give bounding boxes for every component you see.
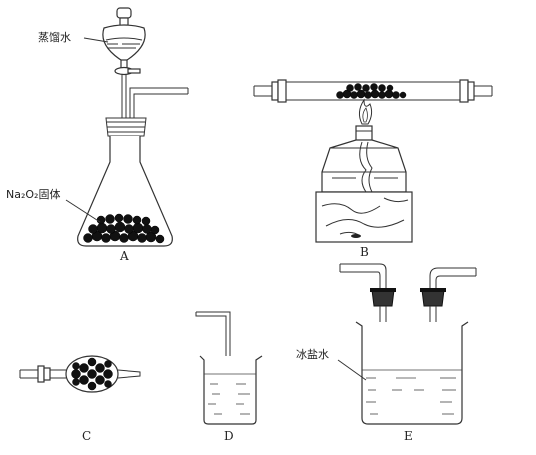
a-stopper <box>105 117 147 137</box>
na2o2-solid-label: Na₂O₂固体 <box>6 187 60 201</box>
distilled-water-label: 蒸馏水 <box>38 30 71 44</box>
e-right-stopper <box>421 289 445 307</box>
e-left-stopper <box>371 289 395 307</box>
d-beaker <box>199 355 263 425</box>
label-e: E <box>404 429 413 443</box>
apparatus-c: C <box>19 355 141 443</box>
ice-salt-water-label: 冰盐水 <box>296 348 329 361</box>
apparatus-a: 蒸馏水 Na₂O₂固体 <box>6 7 189 263</box>
d-water-dashes <box>208 383 250 415</box>
label-b: B <box>360 245 369 259</box>
combustion-tube <box>253 79 493 103</box>
label-a: A <box>119 249 129 263</box>
solid-leader-line <box>65 199 101 223</box>
apparatus-e: 冰盐水 E <box>296 263 477 443</box>
apparatus-d: D <box>195 311 263 443</box>
label-c: C <box>82 429 91 443</box>
label-d: D <box>224 429 234 443</box>
e-inlet-tube <box>340 263 387 290</box>
c-solid-granules <box>71 357 113 391</box>
apparatus-b: B <box>253 79 493 259</box>
e-outlet-tube <box>429 267 476 290</box>
bath-leader-line <box>337 359 367 381</box>
funnel-leader-line <box>83 37 109 43</box>
alcohol-lamp <box>321 125 407 193</box>
wooden-block <box>315 191 413 243</box>
separatory-funnel <box>102 7 146 182</box>
e-beaker <box>355 321 469 425</box>
e-water-dashes <box>366 377 456 415</box>
a-outlet-tube <box>129 87 188 122</box>
b-solid-granules <box>336 83 407 99</box>
na2o2-solid <box>83 213 165 244</box>
